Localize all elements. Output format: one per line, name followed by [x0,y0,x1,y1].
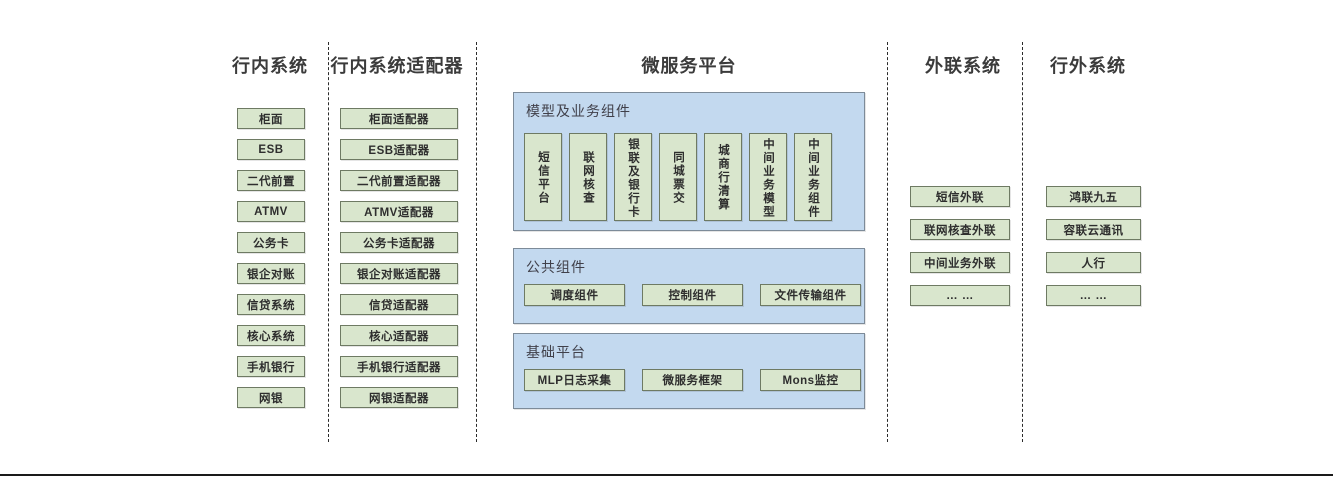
node-label: 同城票交 [672,151,684,205]
node-external-link-systems-2[interactable]: 中间业务外联 [910,252,1010,273]
node-model-business-components-1[interactable]: 联网核查 [569,133,607,221]
column-title-microservice-platform: 微服务平台 [641,56,737,76]
column-divider-1 [476,42,477,442]
node-base-platform-0[interactable]: MLP日志采集 [524,369,625,391]
node-outside-bank-systems-3[interactable]: … … [1046,285,1141,306]
node-inner-systems-0[interactable]: 柜面 [237,108,305,129]
node-label: 中间业务模型 [762,137,774,219]
node-base-platform-2[interactable]: Mons监控 [760,369,861,391]
node-inner-system-adapters-0[interactable]: 柜面适配器 [340,108,458,129]
node-inner-systems-5[interactable]: 银企对账 [237,263,305,284]
node-model-business-components-5[interactable]: 中间业务模型 [749,133,787,221]
node-model-business-components-2[interactable]: 银联及银行卡 [614,133,652,221]
node-label: 文件传输组件 [774,290,847,302]
node-public-components-0[interactable]: 调度组件 [524,284,625,306]
bottom-rule [0,474,1333,476]
node-label: 短信平台 [537,151,549,205]
node-model-business-components-4[interactable]: 城商行清算 [704,133,742,221]
node-external-link-systems-1[interactable]: 联网核查外联 [910,219,1010,240]
node-label: 调度组件 [550,290,599,302]
node-inner-systems-8[interactable]: 手机银行 [237,356,305,377]
node-inner-systems-1[interactable]: ESB [237,139,305,160]
node-label: 联网核查 [582,151,594,205]
node-outside-bank-systems-2[interactable]: 人行 [1046,252,1141,273]
node-label: Mons监控 [782,375,839,387]
node-inner-systems-7[interactable]: 核心系统 [237,325,305,346]
node-inner-system-adapters-7[interactable]: 核心适配器 [340,325,458,346]
column-divider-3 [1022,42,1023,442]
node-inner-system-adapters-8[interactable]: 手机银行适配器 [340,356,458,377]
node-label: 银联及银行卡 [627,137,639,219]
node-inner-system-adapters-2[interactable]: 二代前置适配器 [340,170,458,191]
node-model-business-components-6[interactable]: 中间业务组件 [794,133,832,221]
node-inner-system-adapters-6[interactable]: 信贷适配器 [340,294,458,315]
node-model-business-components-0[interactable]: 短信平台 [524,133,562,221]
column-title-outside-bank-systems: 行外系统 [1050,56,1126,76]
node-inner-system-adapters-3[interactable]: ATMV适配器 [340,201,458,222]
node-outside-bank-systems-0[interactable]: 鸿联九五 [1046,186,1141,207]
column-title-inner-systems: 行内系统 [232,56,308,76]
node-inner-systems-9[interactable]: 网银 [237,387,305,408]
column-title-inner-system-adapters: 行内系统适配器 [330,56,464,76]
node-outside-bank-systems-1[interactable]: 容联云通讯 [1046,219,1141,240]
node-label: MLP日志采集 [537,375,612,387]
column-divider-0 [328,42,329,442]
node-base-platform-1[interactable]: 微服务框架 [642,369,743,391]
node-inner-system-adapters-1[interactable]: ESB适配器 [340,139,458,160]
node-inner-systems-4[interactable]: 公务卡 [237,232,305,253]
node-inner-system-adapters-9[interactable]: 网银适配器 [340,387,458,408]
node-inner-systems-2[interactable]: 二代前置 [237,170,305,191]
column-divider-2 [887,42,888,442]
node-public-components-1[interactable]: 控制组件 [642,284,743,306]
node-label: 控制组件 [668,290,717,302]
node-label: 微服务框架 [662,375,723,387]
node-inner-system-adapters-5[interactable]: 银企对账适配器 [340,263,458,284]
node-inner-systems-3[interactable]: ATMV [237,201,305,222]
node-label: 中间业务组件 [807,137,819,219]
node-label: 城商行清算 [717,144,729,212]
node-model-business-components-3[interactable]: 同城票交 [659,133,697,221]
panel-title-public-components: 公共组件 [526,259,586,275]
node-public-components-2[interactable]: 文件传输组件 [760,284,861,306]
node-inner-system-adapters-4[interactable]: 公务卡适配器 [340,232,458,253]
panel-title-model-business-components: 模型及业务组件 [526,103,631,119]
column-title-external-link-systems: 外联系统 [925,56,1001,76]
panel-title-base-platform: 基础平台 [526,344,586,360]
node-external-link-systems-0[interactable]: 短信外联 [910,186,1010,207]
node-external-link-systems-3[interactable]: … … [910,285,1010,306]
node-inner-systems-6[interactable]: 信贷系统 [237,294,305,315]
